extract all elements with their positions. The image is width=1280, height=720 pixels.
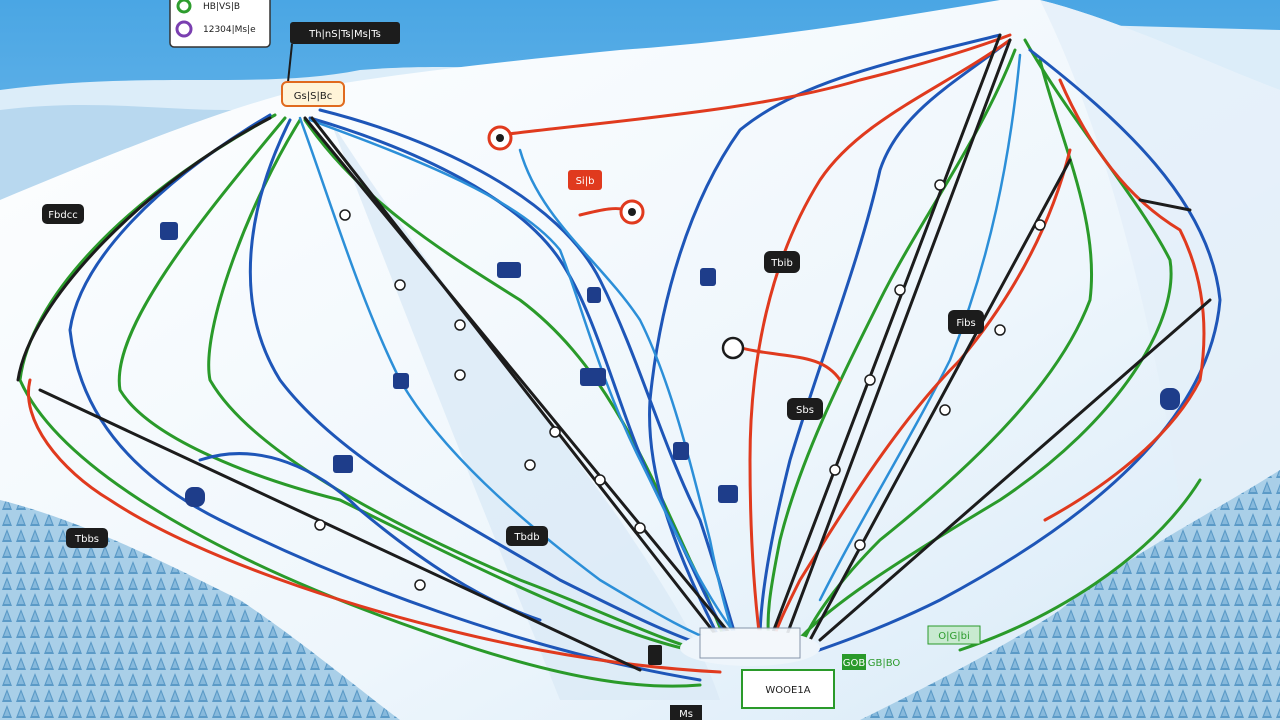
mountain-shade-right	[1040, 0, 1280, 500]
lift-towers	[314, 179, 1046, 591]
red-target-icon	[487, 125, 645, 225]
light-blue-trails	[298, 53, 1022, 652]
purple-circle-icon	[175, 20, 193, 38]
label-lower-left: Tbbs	[74, 534, 99, 545]
lift-marker-icon	[721, 336, 745, 360]
label-base-green-1: GOB	[843, 658, 866, 669]
black-lifts	[16, 33, 1212, 672]
base-labels: WOOE1A GOB GB|BO O|G|bi	[765, 625, 981, 696]
forest-left	[0, 500, 400, 720]
summit-sign: Gs|S|Bc	[281, 81, 345, 107]
label-right: Fibs	[956, 318, 975, 329]
label-center-right: Sbs	[796, 405, 814, 416]
label-base-green-2: GB|BO	[868, 658, 901, 669]
base-area	[670, 627, 835, 720]
label-center-left: Tbib	[770, 258, 793, 269]
legend-row-1: HB|VS|B	[203, 2, 240, 12]
title-sign: Th|nS|Ts|Ms|Ts	[287, 22, 400, 83]
title-sign-text: Th|nS|Ts|Ms|Ts	[308, 29, 381, 40]
label-base-lodge: WOOE1A	[765, 685, 810, 696]
green-trails	[18, 38, 1202, 688]
label-west: Fbdcc	[48, 210, 77, 221]
trail-badges	[160, 222, 1180, 665]
label-base-green-3: O|G|bi	[938, 631, 969, 642]
summit-sign-text: Gs|S|Bc	[294, 91, 332, 102]
legend-panel: HB|VS|B 12304|Ms|e	[169, 0, 271, 48]
label-red-marker: Si|b	[576, 176, 595, 187]
legend-row-2: 12304|Ms|e	[203, 25, 256, 35]
label-center: Tbdb	[513, 532, 539, 543]
label-base-bottom: Ms	[679, 709, 693, 720]
map-labels: Fbdcc Tbbs Si|b Tbib Sbs Fibs Tbdb Ms	[42, 170, 984, 720]
green-circle-icon	[176, 0, 192, 14]
forest-right	[860, 470, 1280, 720]
